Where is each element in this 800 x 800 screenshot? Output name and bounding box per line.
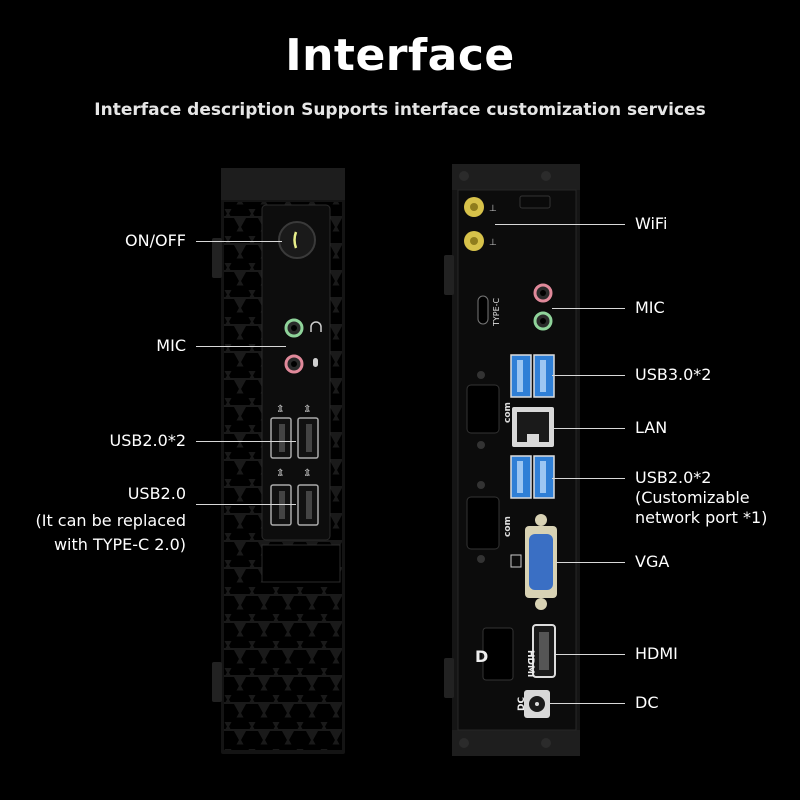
displayport-icon: D [475, 647, 488, 666]
kensington-lock-slot [519, 195, 551, 209]
dc-port-label: DC [517, 697, 527, 711]
label-usb20-left-2: (It can be replaced [35, 511, 186, 530]
type-c-label: TYPE-C [492, 297, 501, 327]
label-dc: DC [635, 693, 659, 712]
label-on-off: ON/OFF [125, 231, 186, 250]
page-subtitle: Interface description Supports interface… [94, 100, 706, 120]
vga-port[interactable] [525, 514, 557, 610]
page-title: Interface [285, 30, 515, 81]
leader-wifi [495, 224, 625, 225]
com2-label: com [503, 516, 513, 537]
power-button-icon[interactable] [278, 221, 316, 259]
displayport-slot[interactable] [482, 627, 514, 681]
label-usb20-right-2: (Customizable [635, 488, 750, 507]
leader-on-off [196, 241, 282, 242]
leader-lan [552, 428, 625, 429]
usb30-ports[interactable] [510, 354, 555, 398]
hdmi-port[interactable] [532, 624, 556, 678]
leader-usb20-left [196, 504, 296, 505]
leader-mic-left [196, 346, 286, 347]
label-vga: VGA [635, 552, 670, 571]
leader-mic-right [552, 308, 625, 309]
front-panel-device: ⇭ ⇭ ⇭ ⇭ [212, 168, 345, 754]
leader-dc [550, 703, 625, 704]
rear-usb20-ports[interactable] [510, 455, 555, 499]
leader-usb20x2-left [196, 441, 296, 442]
label-wifi: WiFi [635, 214, 668, 233]
label-usb20-left-3: with TYPE-C 2.0) [53, 535, 186, 554]
label-mic-left: MIC [156, 336, 186, 355]
wifi-antenna-connectors[interactable]: ⊥ ⊥ [464, 197, 497, 251]
label-usb20-right-1: USB2.0*2 [635, 468, 712, 487]
vga-icon [510, 554, 522, 568]
label-usb20x2-left: USB2.0*2 [109, 431, 186, 450]
com-port-1[interactable] [466, 384, 500, 434]
rear-panel-device: ⊥ ⊥ TYPE-C com [444, 164, 580, 756]
leader-vga [556, 562, 625, 563]
label-hdmi: HDMI [635, 644, 678, 663]
blank-slot [261, 544, 341, 583]
svg-text:⇭: ⇭ [276, 404, 284, 415]
leader-hdmi [556, 654, 625, 655]
com-port-2[interactable] [466, 496, 500, 550]
lan-port[interactable] [512, 407, 554, 447]
svg-text:⇭: ⇭ [303, 404, 311, 415]
label-usb20-left-1: USB2.0 [127, 484, 186, 503]
hdmi-port-label: HDMI [525, 650, 535, 677]
svg-text:⇭: ⇭ [276, 468, 284, 479]
com1-label: com [503, 402, 513, 423]
svg-text:⊥: ⊥ [489, 204, 497, 214]
label-lan: LAN [635, 418, 668, 437]
svg-text:⇭: ⇭ [303, 468, 311, 479]
leader-usb30 [552, 375, 625, 376]
front-usb-ports[interactable] [270, 417, 319, 526]
dc-jack[interactable] [524, 690, 550, 718]
label-usb20-right-3: network port *1) [635, 508, 768, 527]
leader-usb20-right [552, 478, 625, 479]
label-usb30: USB3.0*2 [635, 365, 712, 384]
type-c-port[interactable] [477, 295, 489, 325]
label-mic-right: MIC [635, 298, 665, 317]
svg-text:⊥: ⊥ [489, 238, 497, 248]
